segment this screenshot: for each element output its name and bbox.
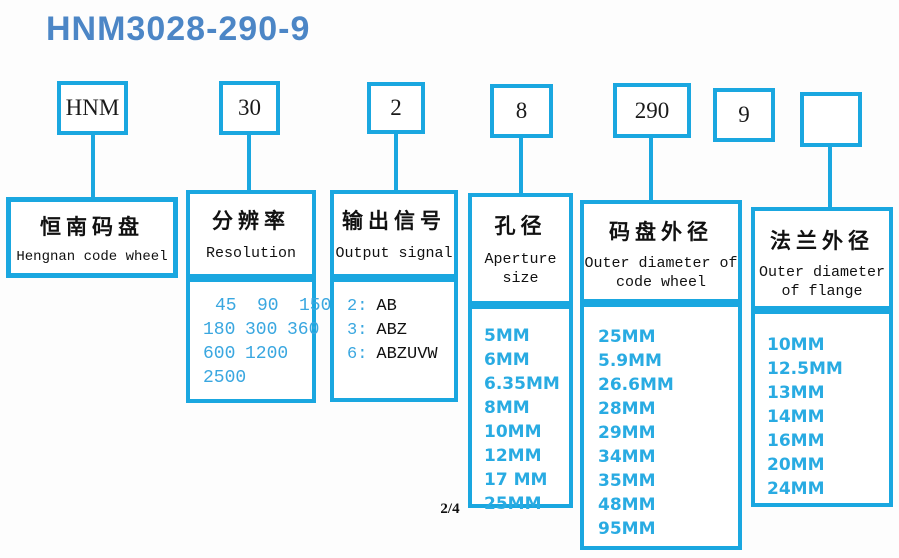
brand-title-zh: 恒南码盘 — [40, 215, 144, 239]
option-signal: AB — [376, 297, 397, 316]
flange-od-values-list: 10MM 12.5MM 13MM 14MM 16MM 20MM 24MM — [751, 310, 893, 507]
value-cell: 180 — [203, 320, 236, 340]
flange-od-value: 16MM — [767, 431, 825, 451]
connector-line-resolution — [247, 135, 251, 190]
code-box-output-signal: 2 — [367, 82, 425, 134]
aperture-value: 17 MM — [484, 470, 548, 490]
resolution-value-row: 45 90 150 — [203, 294, 331, 318]
brand-title-en: Hengnan code wheel — [16, 249, 168, 265]
output-signal-option: 6: ABZUVW — [347, 343, 454, 367]
category-flange-od-header: 法兰外径 Outer diameter of flange — [751, 207, 893, 310]
code-wheel-od-values-list: 25MM 5.9MM 26.6MM 28MM 29MM 34MM 35MM 48MM 95MM — [580, 303, 742, 550]
option-code: 6: — [347, 345, 368, 364]
category-output-signal-header: 输出信号 Output signal — [330, 190, 458, 278]
output-signal-options-list: 2: AB 3: ABZ 6: ABZUVW — [330, 278, 458, 402]
flange-od-value: 10MM — [767, 335, 825, 355]
aperture-value: 25MM — [484, 494, 542, 514]
resolution-title-en: Resolution — [205, 245, 296, 262]
code-wheel-od-value: 35MM — [598, 471, 656, 491]
code-box-blank — [800, 92, 862, 147]
category-resolution-header: 分辨率 Resolution — [186, 190, 316, 278]
flange-od-title-en: Outer diameter of flange — [758, 264, 886, 300]
code-box-aperture-label: 8 — [515, 98, 528, 123]
resolution-value-row: 600 1200 — [203, 342, 312, 366]
aperture-value: 12MM — [484, 446, 542, 466]
category-brand: 恒南码盘 Hengnan code wheel — [6, 197, 178, 278]
code-box-aperture: 8 — [490, 84, 553, 138]
code-box-code-wheel-od: 290 — [613, 83, 691, 138]
value-cell: 360 — [287, 320, 320, 340]
flange-od-title-zh: 法兰外径 — [770, 229, 874, 253]
aperture-value: 6.35MM — [484, 374, 560, 394]
connector-line-output-signal — [394, 134, 398, 190]
flange-od-value: 20MM — [767, 455, 825, 475]
aperture-values-list: 5MM 6MM 6.35MM 8MM 10MM 12MM 17 MM 25MM — [468, 305, 573, 514]
code-wheel-od-value: 28MM — [598, 399, 656, 419]
category-code-wheel-od-header: 码盘外径 Outer diameter of code wheel — [580, 200, 742, 303]
aperture-title-en: Aperture size — [484, 251, 557, 287]
code-box-hnm-label: HNM — [65, 95, 120, 120]
connector-line-brand — [91, 135, 95, 197]
category-aperture-header: 孔径 Aperture size — [468, 193, 573, 305]
flange-od-value: 12.5MM — [767, 359, 843, 379]
value-cell: 45 — [215, 296, 237, 316]
option-signal: ABZ — [376, 321, 408, 340]
connector-line-flange-od — [828, 147, 832, 207]
code-wheel-od-value: 48MM — [598, 495, 656, 515]
output-signal-title-en: Output signal — [335, 245, 453, 262]
aperture-value: 10MM — [484, 422, 542, 442]
code-wheel-od-value: 25MM — [598, 327, 656, 347]
flange-od-value: 13MM — [767, 383, 825, 403]
connector-line-aperture — [519, 138, 523, 193]
code-wheel-od-value: 5.9MM — [598, 351, 662, 371]
output-signal-option: 3: ABZ — [347, 319, 454, 343]
output-signal-title-zh: 输出信号 — [342, 209, 446, 233]
code-wheel-od-title-en: Outer diameter of code wheel — [584, 255, 738, 291]
code-box-code-wheel-od-label: 290 — [634, 97, 670, 123]
page-number: 2/4 — [440, 501, 460, 517]
value-cell: 2500 — [203, 368, 247, 388]
code-wheel-od-value: 26.6MM — [598, 375, 674, 395]
option-signal: ABZUVW — [376, 345, 438, 364]
flange-od-value: 14MM — [767, 407, 825, 427]
connector-line-code-wheel-od — [649, 138, 653, 200]
resolution-value-row: 180 300 360 — [203, 318, 319, 342]
code-wheel-od-value: 95MM — [598, 519, 656, 539]
code-wheel-od-value: 34MM — [598, 447, 656, 467]
value-cell: 1200 — [245, 344, 289, 364]
value-cell: 90 — [257, 296, 279, 316]
code-wheel-od-title-zh: 码盘外径 — [609, 220, 713, 244]
value-cell: 600 — [203, 344, 236, 364]
value-cell: 150 — [299, 296, 332, 316]
code-wheel-od-value: 29MM — [598, 423, 656, 443]
code-box-flange-od: 9 — [713, 88, 775, 142]
resolution-values-list: 45 90 150 180 300 360 600 1200 2500 — [186, 278, 331, 403]
code-box-resolution-label: 30 — [238, 95, 261, 120]
flange-od-value: 24MM — [767, 479, 825, 499]
page-title: HNM3028-290-9 — [46, 10, 311, 48]
option-code: 3: — [347, 321, 368, 340]
resolution-value-row: 2500 — [203, 366, 312, 390]
aperture-value: 8MM — [484, 398, 530, 418]
resolution-title-zh: 分辨率 — [212, 209, 290, 233]
code-box-hnm: HNM — [57, 81, 128, 135]
aperture-title-zh: 孔径 — [494, 214, 547, 238]
aperture-value: 6MM — [484, 350, 530, 370]
code-box-flange-od-label: 9 — [738, 102, 750, 127]
option-code: 2: — [347, 297, 368, 316]
aperture-value: 5MM — [484, 326, 530, 346]
output-signal-option: 2: AB — [347, 295, 454, 319]
code-box-resolution: 30 — [219, 81, 280, 135]
code-box-output-signal-label: 2 — [390, 95, 402, 120]
value-cell: 300 — [245, 320, 278, 340]
